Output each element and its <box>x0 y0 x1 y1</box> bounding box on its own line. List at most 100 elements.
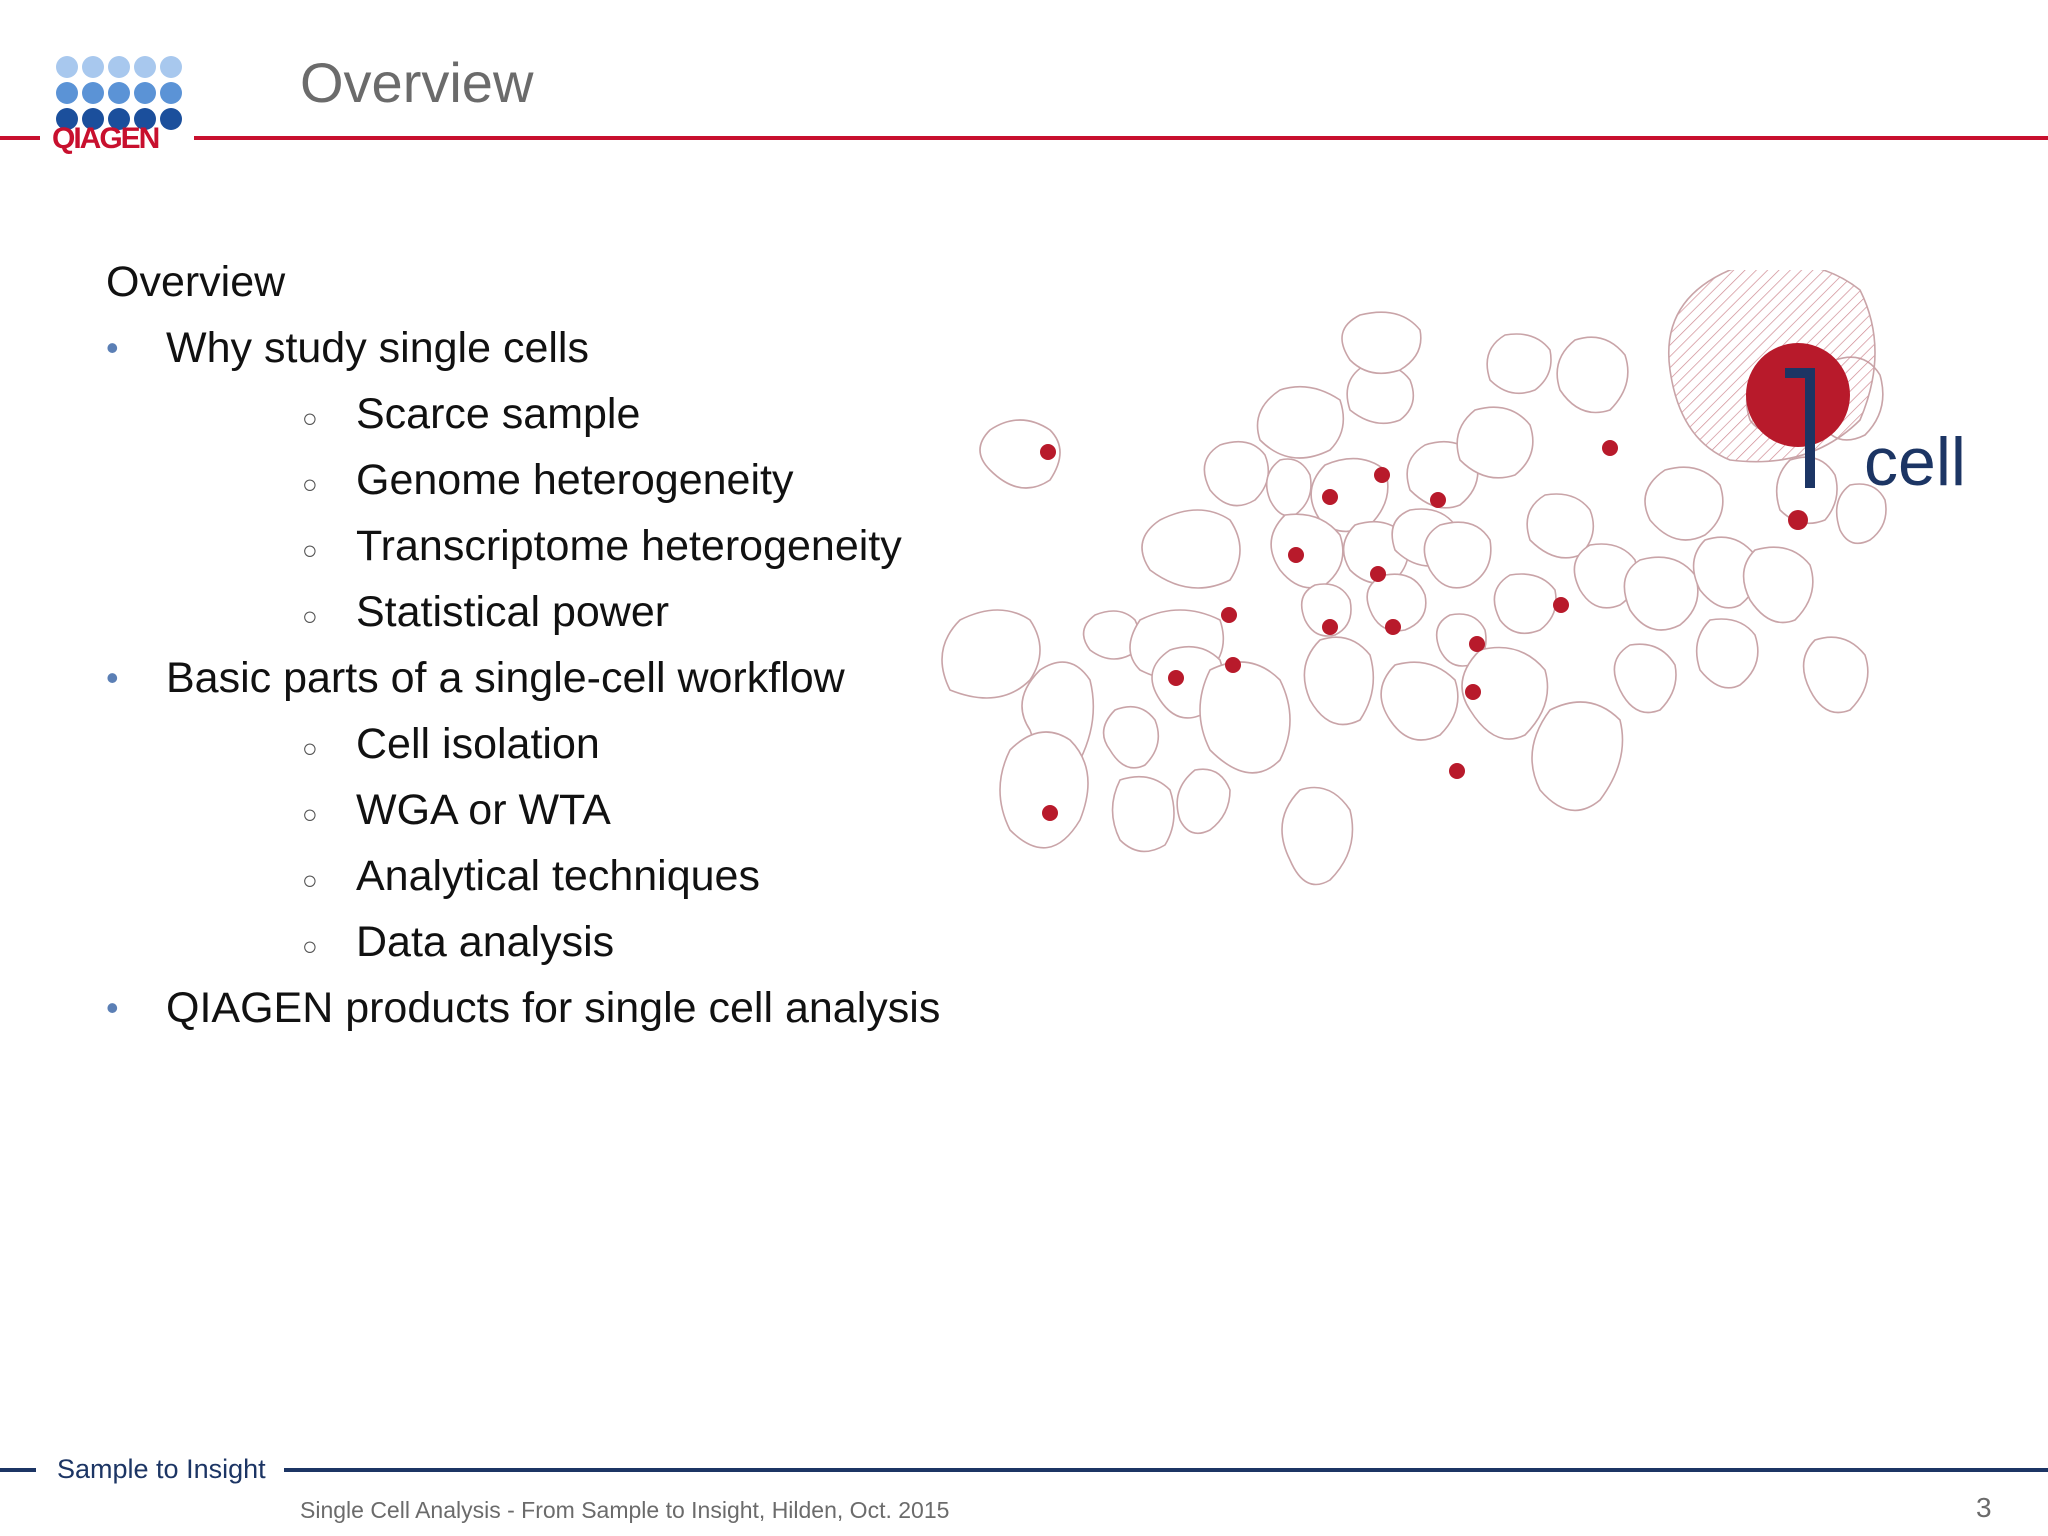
cell-nuclei <box>1040 343 1850 821</box>
header-rule-left <box>0 136 40 140</box>
bullet-label: Basic parts of a single-cell workflow <box>166 654 845 702</box>
sub-bullet-label: Data analysis <box>356 918 615 966</box>
logo-dot <box>56 108 78 130</box>
cell <box>1573 543 1638 609</box>
content-heading: Overview <box>106 258 286 306</box>
nucleus-dot <box>1168 670 1184 686</box>
cell <box>1802 636 1869 714</box>
sub-bullet-label: Statistical power <box>356 588 670 636</box>
one-numeral-stroke <box>1785 368 1815 488</box>
sub-bullet-label: Transcriptome heterogeneity <box>356 522 902 570</box>
circle-bullet-icon: ○ <box>302 535 318 565</box>
logo-wordmark: QIAGEN <box>52 122 160 155</box>
cell <box>1199 661 1291 774</box>
circle-bullet-icon: ○ <box>302 469 318 499</box>
bullet-label: QIAGEN products for single cell analysis <box>166 984 941 1032</box>
cell <box>1176 768 1231 835</box>
cell <box>1111 775 1175 853</box>
logo-dot <box>82 56 104 78</box>
circle-bullet-icon: ○ <box>302 865 318 895</box>
footer-tagline: Sample to Insight <box>57 1454 266 1484</box>
cell <box>1526 493 1595 559</box>
logo-dot <box>82 82 104 104</box>
cell <box>1141 509 1241 589</box>
cell-word: cell <box>1864 424 1966 500</box>
cell <box>941 609 1041 699</box>
nucleus-dot <box>1602 440 1618 456</box>
nucleus-dot <box>1322 489 1338 505</box>
sub-bullet-label: Scarce sample <box>356 390 641 438</box>
logo-dot <box>108 82 130 104</box>
circle-bullet-icon: ○ <box>302 733 318 763</box>
logo-dot <box>160 108 182 130</box>
cell <box>1461 646 1549 740</box>
nucleus-dot <box>1430 492 1446 508</box>
cell-tissue-illustration: 1 cell <box>930 270 1966 886</box>
nucleus-dot <box>1225 657 1241 673</box>
large-nucleus <box>1746 343 1850 447</box>
circle-bullet-icon: ○ <box>302 931 318 961</box>
bullet-dot-icon: • <box>106 987 119 1028</box>
nucleus-dot <box>1553 597 1569 613</box>
cell <box>1695 618 1759 689</box>
nucleus-dot <box>1221 607 1237 623</box>
cell <box>1835 483 1887 545</box>
nucleus-dot <box>1465 684 1481 700</box>
nucleus-dot <box>1469 636 1485 652</box>
bullet-dot-icon: • <box>106 657 119 698</box>
cell <box>979 419 1061 489</box>
sub-bullet-item: ○ Statistical power <box>104 585 1044 651</box>
cell <box>1623 556 1699 631</box>
nucleus-dot <box>1370 566 1386 582</box>
bullet-item: • Why study single cells <box>104 321 1044 387</box>
cell <box>1423 521 1492 589</box>
sub-bullet-label: Genome heterogeneity <box>356 456 794 504</box>
footer-caption: Single Cell Analysis - From Sample to In… <box>300 1497 950 1523</box>
sub-bullet-label: Analytical techniques <box>356 852 760 900</box>
circle-bullet-icon: ○ <box>302 799 318 829</box>
numeral-one: 1 <box>930 270 931 271</box>
cell <box>1775 456 1838 525</box>
cell <box>1486 333 1552 395</box>
logo-dot <box>82 108 104 130</box>
sub-bullet-item: ○ Scarce sample <box>104 387 1044 453</box>
circle-bullet-icon: ○ <box>302 403 318 433</box>
cell <box>1203 440 1270 507</box>
bullet-item: • QIAGEN products for single cell analys… <box>104 981 1044 1047</box>
cell <box>1456 406 1534 479</box>
cell <box>1742 546 1814 624</box>
bullet-dot-icon: • <box>106 327 119 368</box>
cell <box>1341 311 1422 375</box>
nucleus-dot <box>1040 444 1056 460</box>
sub-bullet-label: Cell isolation <box>356 720 600 768</box>
cell <box>1102 705 1160 769</box>
footer-rule-left <box>0 1468 36 1472</box>
cell <box>1613 643 1677 714</box>
logo-dot <box>56 56 78 78</box>
page-title: Overview <box>300 51 534 114</box>
logo-dot <box>108 108 130 130</box>
logo-dot <box>108 56 130 78</box>
logo-dot <box>56 82 78 104</box>
sub-bullet-item: ○ Transcriptome heterogeneity <box>104 519 1044 585</box>
logo-dot <box>134 82 156 104</box>
logo-dot <box>160 56 182 78</box>
cell <box>1346 363 1415 425</box>
cell <box>1256 385 1345 459</box>
cell <box>1531 701 1624 812</box>
cell <box>1493 573 1557 635</box>
page-number: 3 <box>1976 1492 1992 1523</box>
cell <box>1556 336 1629 414</box>
cell <box>1281 786 1354 886</box>
logo-dot <box>134 56 156 78</box>
sub-bullet-item: ○ Genome heterogeneity <box>104 453 1044 519</box>
logo-dot <box>134 108 156 130</box>
logo-dot-grid <box>56 56 182 134</box>
cell <box>1082 610 1140 660</box>
nucleus-dot <box>1374 467 1390 483</box>
cell <box>1435 613 1487 667</box>
footer-rule <box>284 1468 2048 1472</box>
sub-bullet-item: ○ Cell isolation <box>104 717 1044 783</box>
nucleus-dot <box>1042 805 1058 821</box>
slide-content: Overview • Why study single cells ○ Scar… <box>104 255 1044 1047</box>
